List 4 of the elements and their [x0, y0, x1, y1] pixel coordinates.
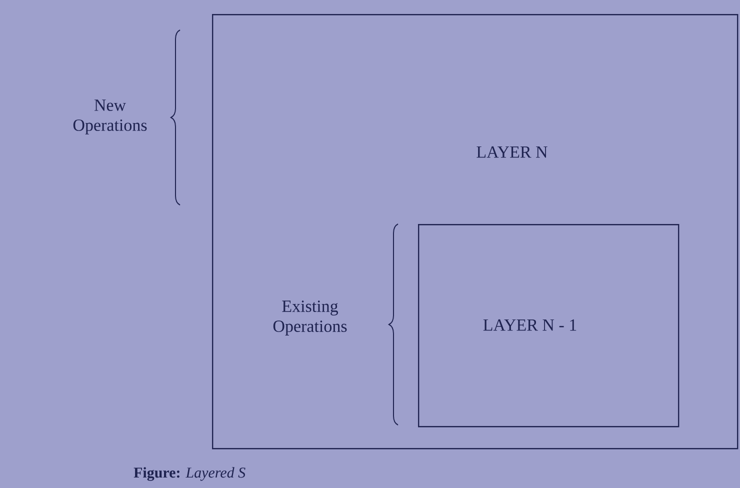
bracket-label: New Operations: [73, 100, 147, 134]
bracket-label: Existing Operations: [273, 300, 347, 336]
caption: Figure: Layered S: [134, 467, 246, 481]
layer-box: LAYER N - 1: [418, 224, 680, 428]
